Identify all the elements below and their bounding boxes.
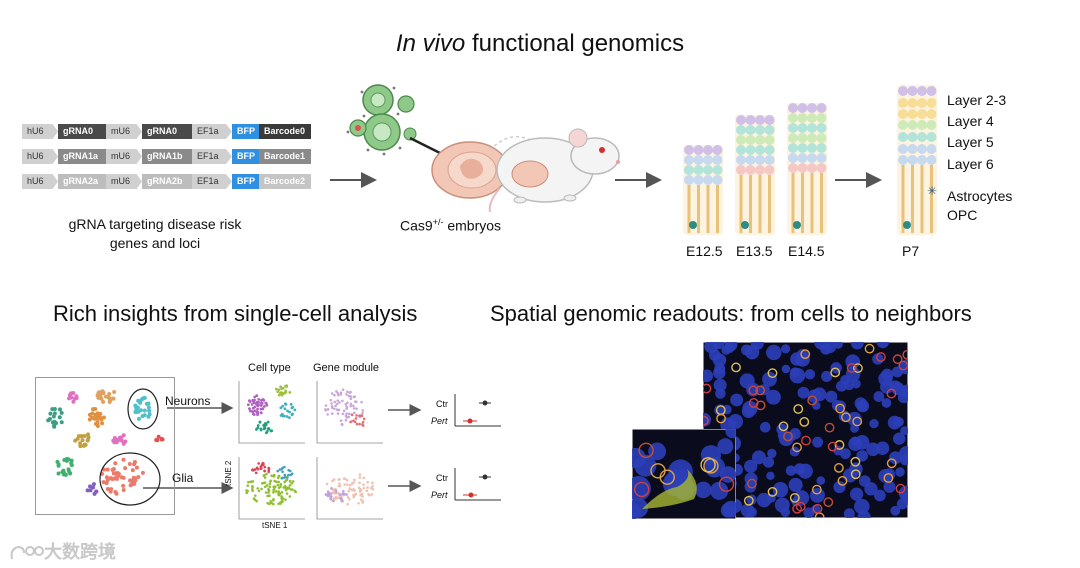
title-rest: functional genomics [465,30,685,57]
cortex-column-e12 [683,145,723,235]
pert-dot [467,418,473,424]
perturbation-effect-plots [454,394,501,501]
pert-label: Pert [431,416,448,426]
promoter-segment: EF1a [192,149,232,164]
promoter-segment: hU6 [22,124,58,139]
opc-label: OPC [947,207,978,223]
pert-dot [468,492,474,498]
ctr-dot [482,474,488,480]
ctr-dot [482,400,488,406]
embryo-injection-illustration [346,84,620,213]
tsne1-label: tSNE 1 [262,521,288,530]
tsne-detail-plots [238,381,383,520]
stage-label: E13.5 [736,243,773,259]
cortex-column-e13 [735,115,775,235]
bfp-segment: BFP [232,124,259,139]
cortex-column-p7 [897,85,937,235]
grna-segment: gRNA1b [142,149,192,164]
bfp-segment: BFP [232,149,259,164]
microscopy-image-wide [703,342,908,518]
tsne2-label: tSNE 2 [224,460,233,486]
grna-segment: gRNA0 [58,124,106,139]
astrocytes-label: Astrocytes [947,188,1013,204]
watermark-text: 大数跨境 [44,542,116,562]
virus-particles-icon [346,84,417,156]
page-title: In vivo functional genomics [0,30,1080,58]
layer-label: Layer 5 [947,134,994,150]
embryo-caption: Cas9+/- embryos [400,217,501,234]
embryo-caption-prefix: Cas9 [400,217,433,234]
watermark-logo-icon [8,543,44,563]
cluster-highlight-ellipse [127,388,159,430]
glia-label: Glia [172,471,194,485]
pert-label: Pert [431,490,448,500]
embryo-caption-sup: +/- [432,217,444,227]
promoter-segment: EF1a [192,174,232,189]
promoter-segment: hU6 [22,149,58,164]
grna-segment: gRNA2b [142,174,192,189]
astrocyte-icon: ✳ [927,184,937,198]
ctr-label: Ctr [436,473,448,483]
stage-label-p7: P7 [902,243,920,259]
stage-label: E14.5 [788,243,825,259]
promoter-segment: hU6 [22,174,58,189]
single-cell-title: Rich insights from single-cell analysis [53,301,418,326]
spatial-title: Spatial genomic readouts: from cells to … [490,301,972,326]
promoter-segment: mU6 [106,149,142,164]
layer-label: Layer 6 [947,156,994,172]
grna-segment: gRNA0 [142,124,192,139]
bfp-segment: BFP [232,174,259,189]
cell-type-label: Cell type [248,362,291,374]
promoter-segment: EF1a [192,124,232,139]
gene-module-label: Gene module [313,362,380,374]
stage-label: E12.5 [686,243,723,259]
grna-segment: gRNA2a [58,174,106,189]
construct-caption: gRNA targeting disease risk genes and lo… [40,215,270,253]
cortex-development-illustration: ✳ [683,85,937,235]
barcode-segment: Barcode0 [259,124,311,139]
grna-segment: gRNA1a [58,149,106,164]
construct-caption-line2: genes and loci [109,235,201,251]
embryo-icon [431,141,509,199]
promoter-segment: mU6 [106,124,142,139]
title-italic: In vivo [395,30,466,57]
promoter-segment: mU6 [106,174,142,189]
ctr-label: Ctr [436,399,448,409]
mouse-icon [488,128,620,213]
layer-label: Layer 2-3 [947,92,1007,108]
cortex-column-e14 [787,103,827,235]
barcode-segment: Barcode1 [259,149,311,164]
cluster-highlight-ellipse [99,452,161,506]
watermark: 大数跨境 [8,538,116,564]
construct-caption-line1: gRNA targeting disease risk [68,216,242,232]
neurons-label: Neurons [165,394,211,408]
microscopy-image-zoom [632,429,736,519]
layer-label: Layer 4 [947,113,994,129]
barcode-segment: Barcode2 [259,174,311,189]
embryo-caption-suffix: embryos [443,217,502,234]
tsne-overview-plot [35,377,175,515]
